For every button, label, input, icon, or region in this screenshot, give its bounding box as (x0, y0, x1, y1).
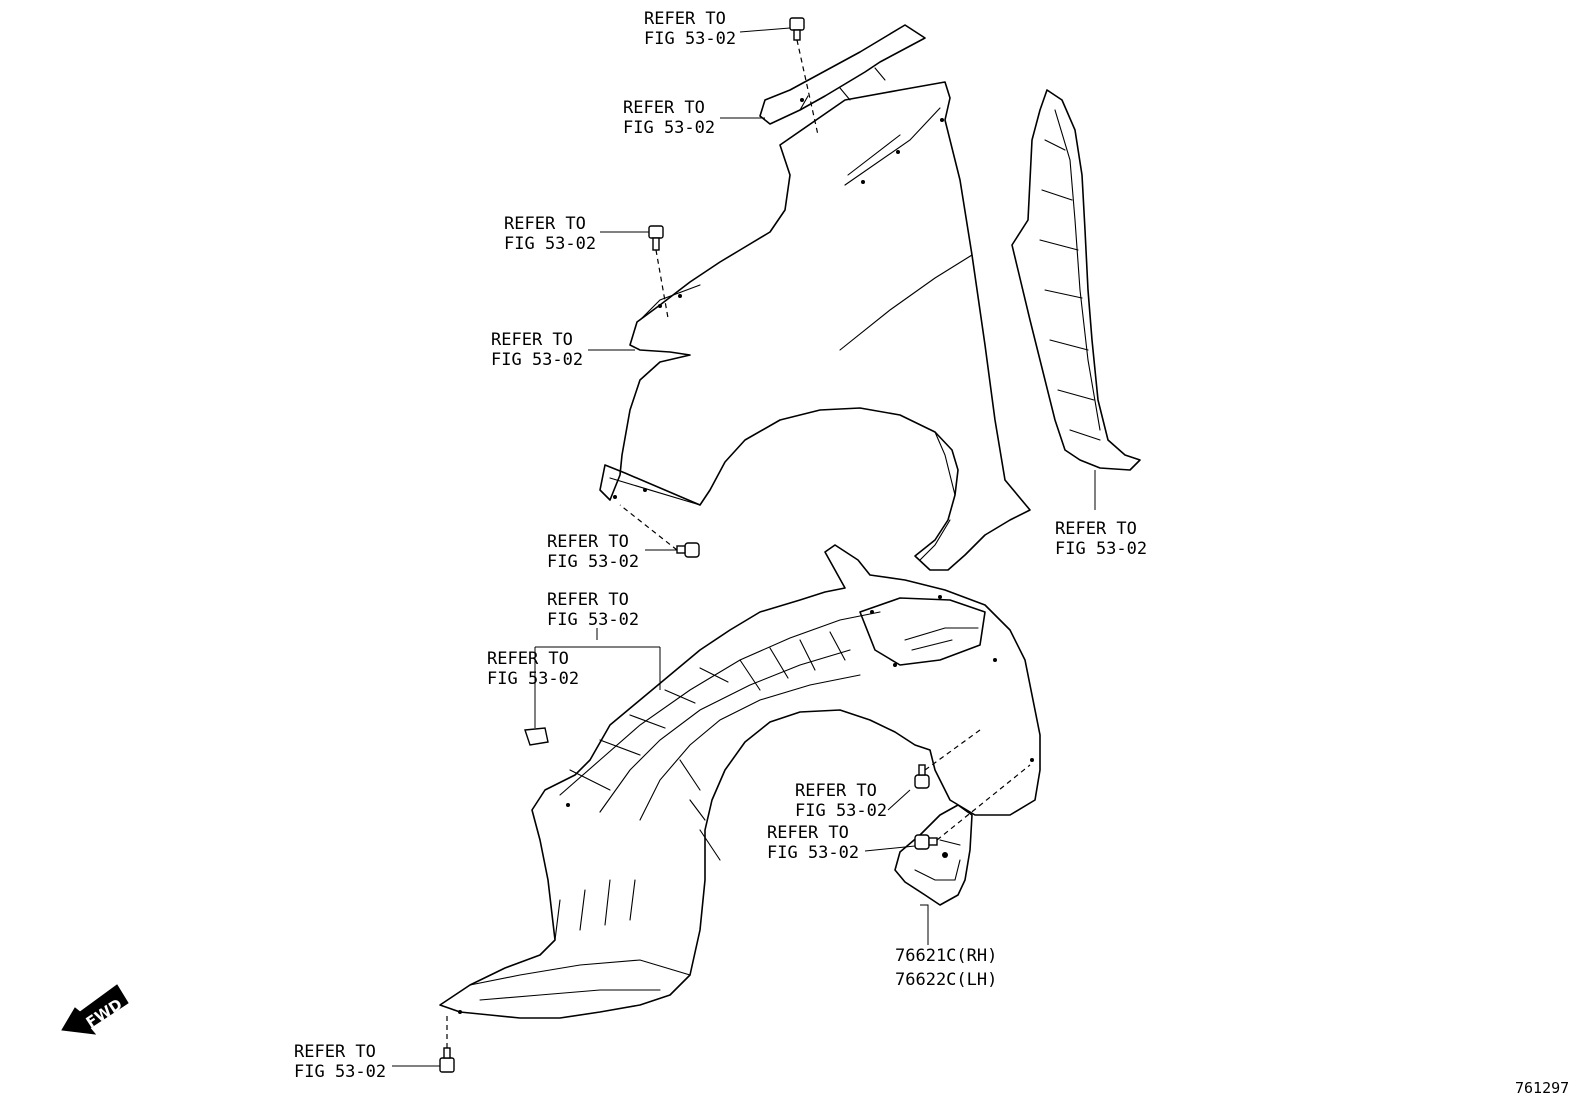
callout-clip-top: REFER TO FIG 53-02 (644, 9, 736, 49)
svg-text:FIG 53-02: FIG 53-02 (795, 801, 887, 821)
callout-mudguard-screw: REFER TO FIG 53-02 (767, 823, 859, 863)
svg-text:FIG 53-02: FIG 53-02 (623, 118, 715, 138)
clip-nut-liner (524, 727, 549, 746)
clip-bottom (439, 1047, 455, 1073)
svg-text:FIG 53-02: FIG 53-02 (767, 843, 859, 863)
svg-text:REFER TO: REFER TO (504, 214, 586, 234)
svg-text:REFER TO: REFER TO (767, 823, 849, 843)
leader-lines (392, 27, 1096, 1067)
svg-text:REFER TO: REFER TO (795, 781, 877, 801)
svg-text:REFER TO: REFER TO (623, 98, 705, 118)
callout-liner-group: REFER TO FIG 53-02 (547, 590, 639, 630)
svg-text:REFER TO: REFER TO (644, 9, 726, 29)
svg-text:FIG 53-02: FIG 53-02 (504, 234, 596, 254)
callout-fender-bolt: REFER TO FIG 53-02 (504, 214, 596, 254)
clip-top (789, 17, 805, 41)
front-fender (599, 81, 1031, 571)
front-fender-liner (439, 544, 1041, 1019)
mud-guard (894, 804, 973, 906)
svg-text:REFER TO: REFER TO (294, 1042, 376, 1062)
svg-text:REFER TO: REFER TO (1055, 519, 1137, 539)
svg-text:FIG 53-02: FIG 53-02 (547, 610, 639, 630)
svg-text:REFER TO: REFER TO (547, 532, 629, 552)
svg-text:FIG 53-02: FIG 53-02 (491, 350, 583, 370)
screw-fender-lower (676, 542, 700, 558)
callout-fender-edge: REFER TO FIG 53-02 (491, 330, 583, 370)
fender-upper-bracket (759, 24, 926, 125)
fwd-arrow-icon: FWD (61, 984, 129, 1035)
svg-text:REFER TO: REFER TO (547, 590, 629, 610)
callout-fender-screw: REFER TO FIG 53-02 (547, 532, 639, 572)
fender-side-seal (1011, 89, 1141, 471)
svg-text:FIG 53-02: FIG 53-02 (547, 552, 639, 572)
svg-text:FIG 53-02: FIG 53-02 (487, 669, 579, 689)
bolt-fender-upper (648, 225, 664, 251)
callout-clip-bottom: REFER TO FIG 53-02 (294, 1042, 386, 1082)
figure-id: 761297 (1515, 1079, 1569, 1097)
svg-text:FIG 53-02: FIG 53-02 (644, 29, 736, 49)
svg-text:FIG 53-02: FIG 53-02 (294, 1062, 386, 1082)
svg-text:REFER TO: REFER TO (487, 649, 569, 669)
part-number-lh: 76622C(LH) (895, 970, 997, 990)
svg-text:FIG 53-02: FIG 53-02 (1055, 539, 1147, 559)
screw-mudguard (914, 834, 938, 850)
callout-clip-nut: REFER TO FIG 53-02 (487, 649, 579, 689)
callout-upper-bracket: REFER TO FIG 53-02 (623, 98, 715, 138)
part-number-rh: 76621C(RH) (895, 946, 997, 966)
callout-side-seal: REFER TO FIG 53-02 (1055, 519, 1147, 559)
assembly-lines (446, 39, 1031, 1048)
screw-liner-rear (914, 764, 930, 789)
callout-liner-screw: REFER TO FIG 53-02 (795, 781, 887, 821)
svg-text:REFER TO: REFER TO (491, 330, 573, 350)
part-number-label: 76621C(RH) 76622C(LH) (895, 946, 997, 990)
